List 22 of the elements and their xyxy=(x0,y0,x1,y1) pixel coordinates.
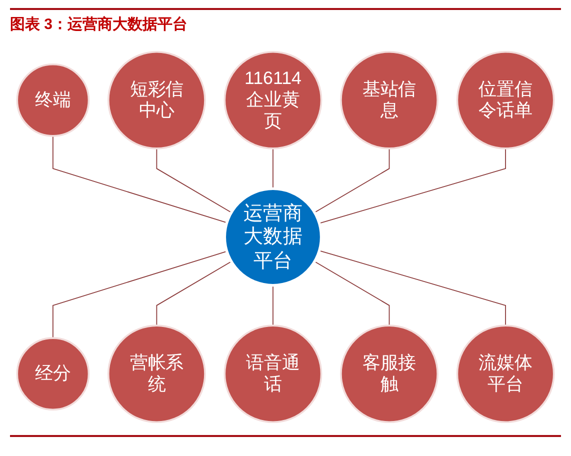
connector xyxy=(272,284,274,326)
figure-title: 图表 3：运营商大数据平台 xyxy=(10,16,188,33)
connector xyxy=(314,261,390,326)
connector xyxy=(52,135,228,224)
connector xyxy=(156,261,232,326)
connector xyxy=(314,148,390,213)
node-circle: 运营商大数据平台 xyxy=(223,187,323,287)
node-circle: 位置信令话单 xyxy=(456,50,555,150)
node-circle: 客服接触 xyxy=(340,324,438,424)
connector xyxy=(156,148,232,213)
node-circle: 经分 xyxy=(16,337,90,411)
node-circle: 语音通话 xyxy=(224,324,322,424)
node-circle: 终端 xyxy=(16,63,90,137)
node-circle: 基站信息 xyxy=(340,50,438,150)
connector xyxy=(272,148,274,190)
connector xyxy=(52,250,228,339)
node-circle: 营帐系统 xyxy=(108,324,206,424)
node-circle: 116114企业黄页 xyxy=(224,50,322,150)
node-circle: 流媒体平台 xyxy=(456,324,555,424)
connector xyxy=(318,148,506,224)
connector xyxy=(318,250,506,326)
node-circle: 短彩信中心 xyxy=(108,50,206,150)
